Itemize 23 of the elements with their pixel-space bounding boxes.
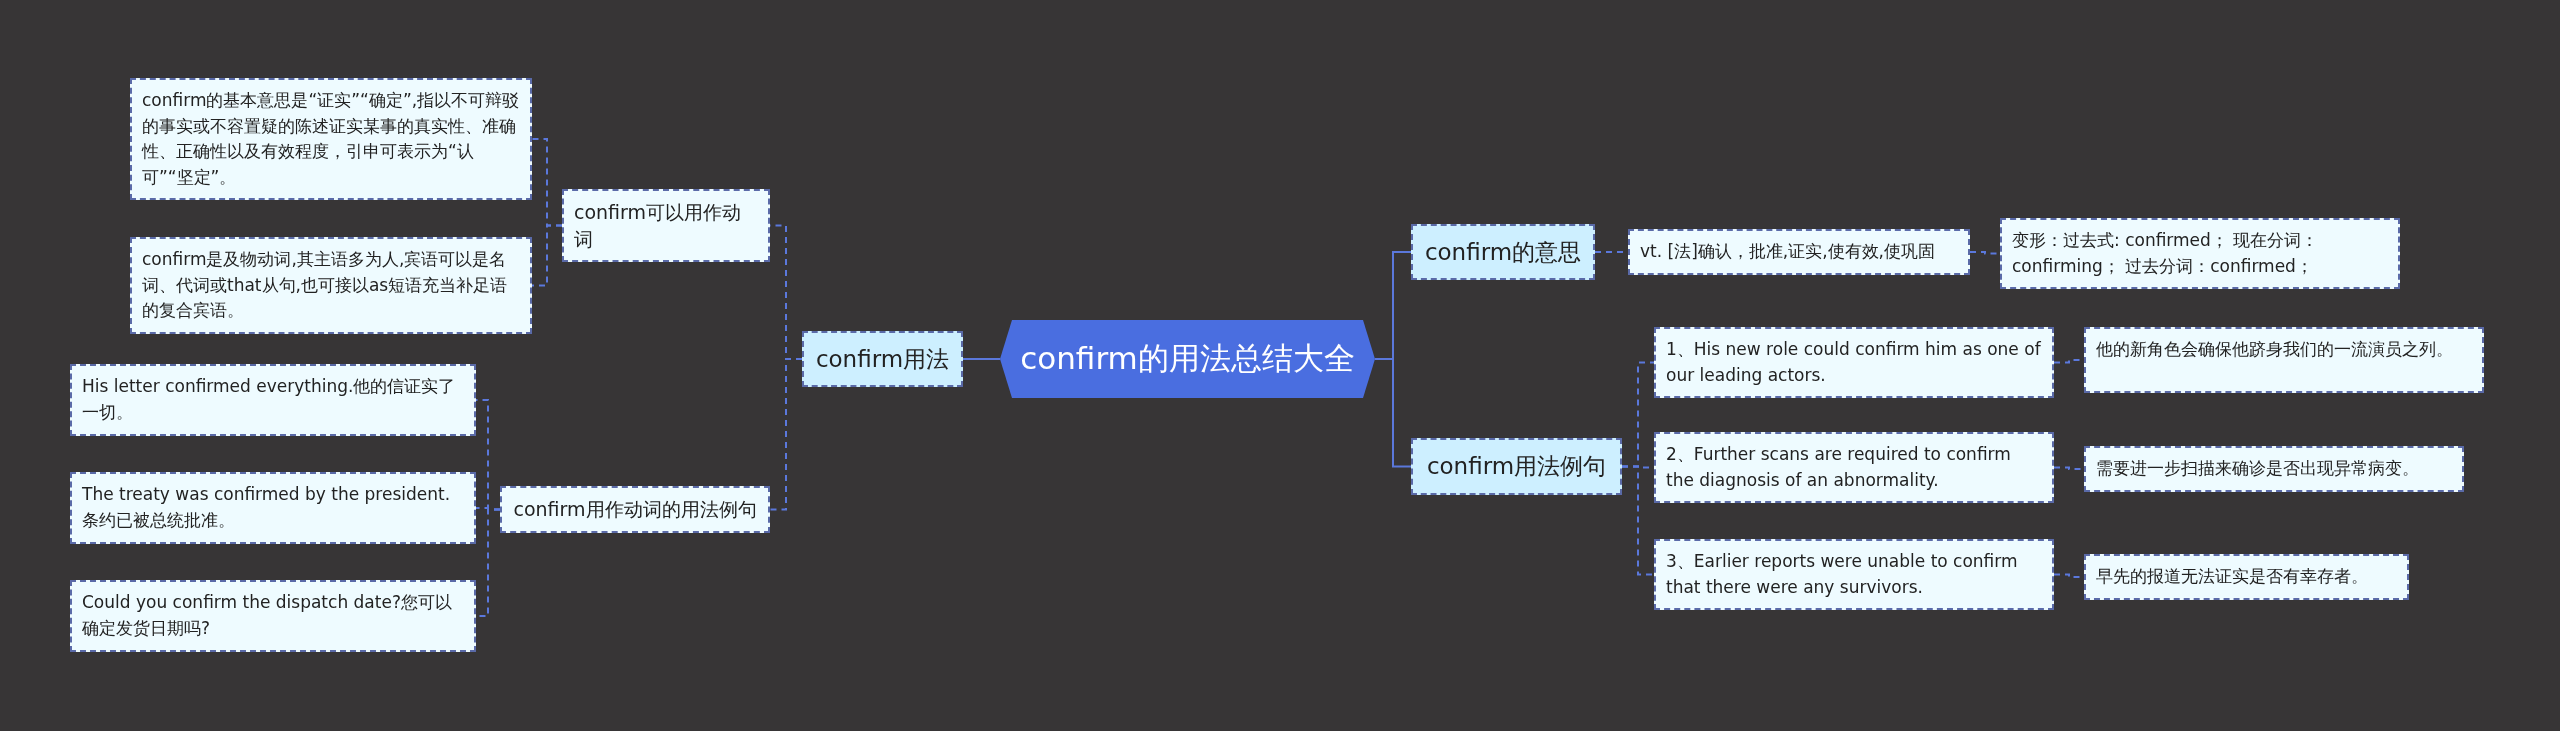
note-box: 需要进一步扫描来确诊是否出现异常病变。 bbox=[2084, 446, 2464, 492]
subtopic-box: confirm可以用作动词 bbox=[562, 189, 770, 263]
note-box: Could you confirm the dispatch date?您可以确定发货日期吗? bbox=[70, 580, 476, 652]
note-box: 3、Earlier reports were unable to confirm that there were any survivors. bbox=[1654, 539, 2054, 610]
connector-line bbox=[769, 358, 803, 511]
note-box: 他的新角色会确保他跻身我们的一流演员之列。 bbox=[2084, 327, 2484, 393]
topic-box: confirm用法 bbox=[802, 331, 963, 387]
note-box: His letter confirmed everything.他的信证实了一切。 bbox=[70, 364, 476, 436]
connector-line bbox=[1374, 358, 1412, 468]
note-box: confirm是及物动词,其主语多为人,宾语可以是名词、代词或that从句,也可接以as短语充当补足语的复合宾语。 bbox=[130, 237, 532, 334]
connector-line bbox=[962, 358, 1001, 360]
central-topic-text: confirm的用法总结大全 bbox=[1020, 339, 1355, 378]
subtopic-box: confirm用作动词的用法例句 bbox=[500, 486, 770, 533]
note-box: The treaty was confirmed by the president.条约已被总统批准。 bbox=[70, 472, 476, 544]
note-box: confirm的基本意思是“证实”“确定”,指以不可辩驳的事实或不容置疑的陈述证实某事的真实性、准确性、正确性以及有效程度，引申可表示为“认可”“坚定”。 bbox=[130, 78, 532, 200]
topic-box: confirm的意思 bbox=[1411, 224, 1595, 280]
note-box: 变形：过去式: confirmed； 现在分词：confirming； 过去分词：confirmed； bbox=[2000, 218, 2400, 289]
connector-line bbox=[1621, 465, 1655, 576]
note-box: 2、Further scans are required to confirm the diagnosis of an abnormality. bbox=[1654, 432, 2054, 503]
note-box: 早先的报道无法证实是否有幸存者。 bbox=[2084, 554, 2409, 600]
note-box: 1、His new role could confirm him as one of our leading actors. bbox=[1654, 327, 2054, 398]
note-box: vt. [法]确认，批准,证实,使有效,使巩固 bbox=[1628, 229, 1970, 275]
topic-box: confirm用法例句 bbox=[1411, 438, 1622, 495]
